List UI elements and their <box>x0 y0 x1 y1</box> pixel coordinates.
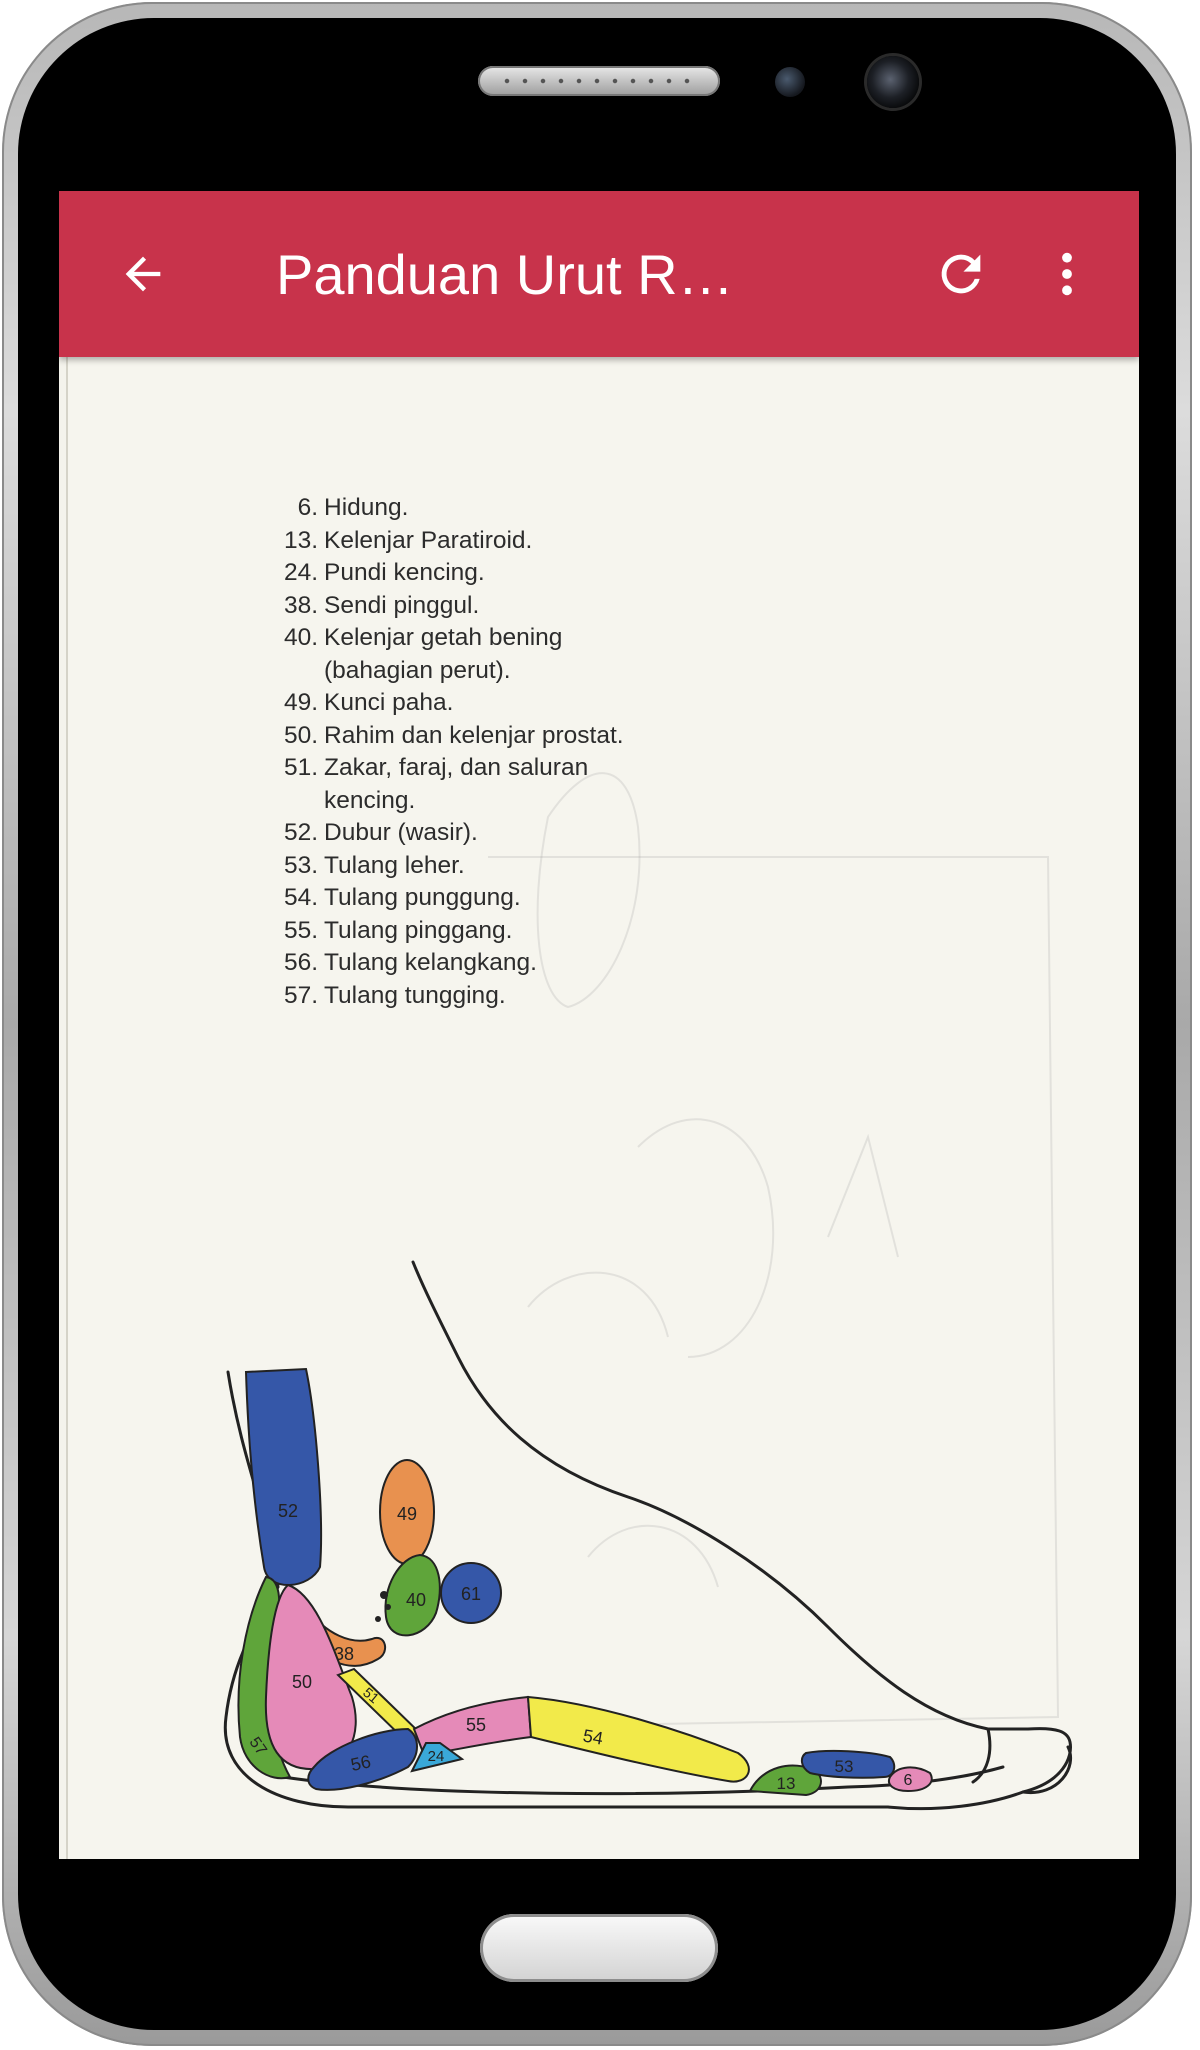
legend-item: 49.Kunci paha. <box>280 687 624 720</box>
legend-item: 50.Rahim dan kelenjar prostat. <box>280 720 624 753</box>
app-toolbar: Panduan Urut Refleksi Kaki <box>59 191 1139 357</box>
front-camera <box>867 56 919 108</box>
proximity-sensor <box>775 67 805 97</box>
legend-item: 40.Kelenjar getah bening (bahagian perut)… <box>280 622 624 687</box>
legend-item: 51.Zakar, faraj, dan saluran kencing. <box>280 752 624 817</box>
legend-number: 53. <box>283 851 318 879</box>
legend-list: 6.Hidung.13.Kelenjar Paratiroid.24.Pundi… <box>280 492 624 1012</box>
more-options-button[interactable] <box>1039 238 1095 310</box>
arrow-left-icon <box>125 256 161 292</box>
legend-text: Rahim dan kelenjar prostat. <box>324 721 624 749</box>
legend-number: 13. <box>283 526 318 554</box>
zone-label: 13 <box>777 1774 796 1793</box>
legend-number: 52. <box>283 819 318 846</box>
legend-number: 38. <box>283 591 318 619</box>
legend-item: 55.Tulang pinggang. <box>280 915 624 948</box>
legend-item: 24.Pundi kencing. <box>280 557 624 590</box>
legend-number: 49. <box>283 689 318 716</box>
zone-label: 54 <box>581 1726 604 1749</box>
legend-text: Tulang punggung. <box>324 884 521 911</box>
zone-label: 6 <box>904 1772 913 1789</box>
legend-item: 52.Dubur (wasir). <box>280 817 624 850</box>
legend-text-continued: kencing. <box>324 786 416 814</box>
legend-item: 6.Hidung. <box>280 492 624 525</box>
legend-number: 56. <box>283 949 318 976</box>
zone-label: 55 <box>466 1715 486 1735</box>
legend-number: 55. <box>283 916 318 944</box>
book-page-image: 52 49 40 61 38 57 50 51 55 <box>66 357 1139 1859</box>
legend-number: 51. <box>283 754 318 781</box>
zone-label: 24 <box>428 1748 445 1765</box>
page-title: Panduan Urut Refleksi Kaki <box>276 243 756 306</box>
refresh-icon <box>941 254 981 294</box>
legend-text: Tulang pinggang. <box>324 916 513 944</box>
legend-number: 24. <box>283 559 318 586</box>
zone-label: 40 <box>406 1590 426 1610</box>
app-screen: Panduan Urut Refleksi Kaki <box>59 191 1139 1859</box>
legend-text: Tulang leher. <box>324 851 465 879</box>
legend-number: 57. <box>283 981 318 1009</box>
legend-item: 53.Tulang leher. <box>280 850 624 883</box>
legend-text: Tulang kelangkang. <box>324 949 537 976</box>
legend-item: 38.Sendi pinggul. <box>280 590 624 623</box>
legend-text: Kunci paha. <box>324 689 454 716</box>
refresh-button[interactable] <box>925 238 997 310</box>
legend-text: Hidung. <box>324 494 409 521</box>
legend-text: Kelenjar Paratiroid. <box>324 526 533 554</box>
legend-text: Zakar, faraj, dan saluran <box>324 754 589 781</box>
legend-number: 40. <box>283 624 318 651</box>
legend-number: 54. <box>283 884 318 911</box>
zone-label: 50 <box>292 1672 312 1692</box>
home-button[interactable] <box>480 1914 718 1982</box>
foot-reflexology-diagram: 52 49 40 61 38 57 50 51 55 <box>223 772 1073 1811</box>
speaker-grille <box>478 66 720 96</box>
legend-item: 56.Tulang kelangkang. <box>280 947 624 980</box>
zone-label: 52 <box>278 1501 298 1521</box>
legend-item: 54.Tulang punggung. <box>280 882 624 915</box>
zone-label: 53 <box>835 1757 854 1776</box>
legend-text: Pundi kencing. <box>324 559 485 586</box>
zone-label: 61 <box>461 1584 481 1604</box>
legend-text: Kelenjar getah bening <box>324 624 563 651</box>
legend-item: 57.Tulang tungging. <box>280 980 624 1013</box>
legend-text: Tulang tungging. <box>324 981 506 1009</box>
legend-number: 50. <box>283 721 318 749</box>
legend-text-continued: (bahagian perut). <box>324 656 511 684</box>
legend-item: 13.Kelenjar Paratiroid. <box>280 525 624 558</box>
legend-text: Sendi pinggul. <box>324 591 480 619</box>
zone-label: 56 <box>349 1751 373 1775</box>
more-vert-icon <box>1062 252 1072 296</box>
legend-text: Dubur (wasir). <box>324 819 478 846</box>
zone-label: 49 <box>397 1504 417 1524</box>
zone-label: 38 <box>334 1644 354 1664</box>
back-button[interactable] <box>107 238 179 310</box>
legend-number: 6. <box>297 494 318 521</box>
